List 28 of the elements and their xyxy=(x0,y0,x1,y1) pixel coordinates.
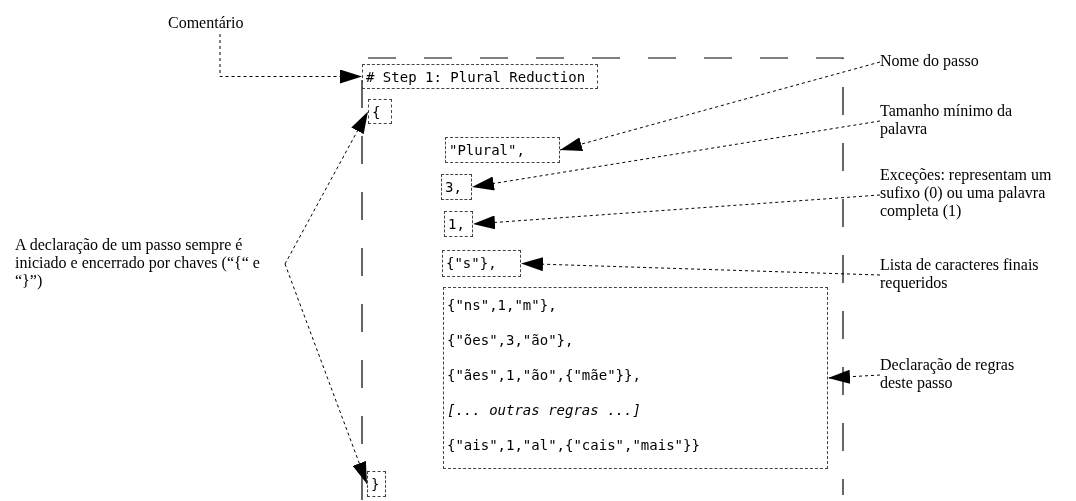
leader-line xyxy=(284,263,368,485)
callout-text: Declaração de regras deste passo xyxy=(880,356,1050,394)
code-brace: } xyxy=(367,471,386,497)
code-line: [... outras regras ...] xyxy=(447,401,642,420)
code-comment: # Step 1: Plural Reduction xyxy=(362,64,598,89)
callout-text: Exceções: representam um sufixo (0) ou uma palavra completa (1) xyxy=(880,166,1070,224)
code-token: "Plural", xyxy=(445,137,560,163)
callout-text: Comentário xyxy=(168,14,272,34)
callout-text: Lista de caracteres finais requeridos xyxy=(880,256,1050,294)
code-token: {"s"}, xyxy=(442,250,521,277)
leader-line xyxy=(559,61,881,151)
callout-text: Tamanho mínimo da palavra xyxy=(880,102,1050,140)
leader-line xyxy=(827,369,881,384)
callout-text: A declaração de um passo sempre é iniciado e encerrado por chaves (“{“ e “}”) xyxy=(15,236,285,292)
code-token: 1, xyxy=(444,211,473,237)
leader-line xyxy=(520,257,881,276)
leader-line xyxy=(471,120,881,191)
leader-line xyxy=(219,33,363,84)
leader-line xyxy=(284,111,369,265)
leader-line xyxy=(472,194,881,230)
callout-text: Nome do passo xyxy=(880,52,1050,72)
code-block xyxy=(443,287,828,469)
code-line: {"ais",1,"al",{"cais","mais"}} xyxy=(447,436,701,455)
code-line: {"ães",1,"ão",{"mãe"}}, xyxy=(447,366,642,385)
code-line: {"ões",3,"ão"}, xyxy=(447,331,575,350)
code-line: {"ns",1,"m"}, xyxy=(447,296,558,315)
code-token: 3, xyxy=(441,174,472,200)
code-brace: { xyxy=(368,99,392,124)
